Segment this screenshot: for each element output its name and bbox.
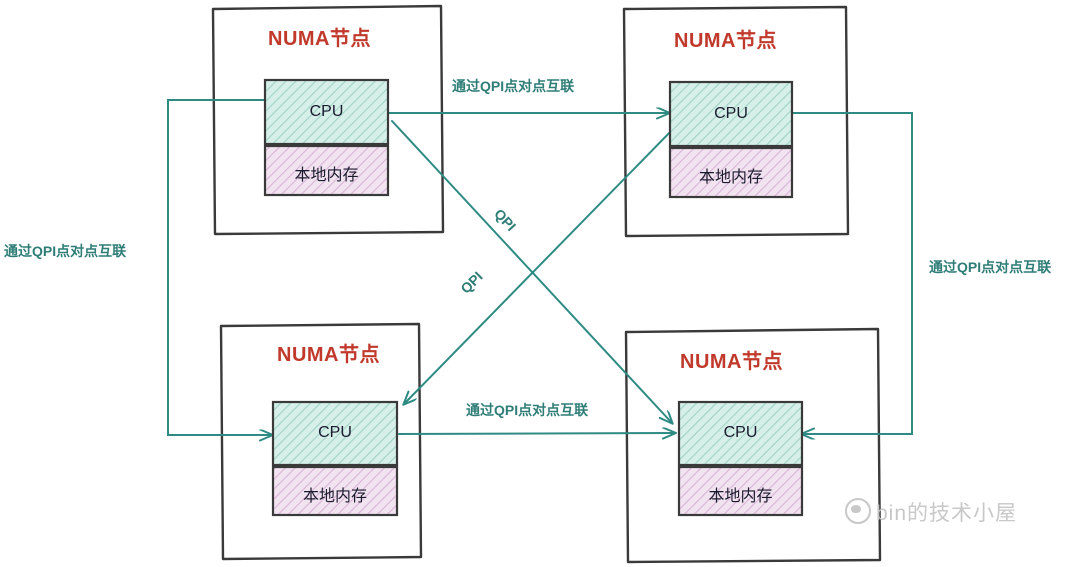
watermark-text: bin的技术小屋 [876, 502, 1018, 525]
cpu-label-top-right: CPU [714, 105, 748, 122]
cpu-label-bottom-right: CPU [723, 424, 758, 441]
memory-label-top-right: 本地内存 [698, 169, 763, 186]
memory-box-bottom-left [271, 465, 399, 517]
memory-label-bottom-left: 本地内存 [302, 488, 367, 505]
link-path-right [791, 112, 913, 434]
node-title-top-left: NUMA节点 [268, 28, 371, 50]
node-frame-top-right [622, 5, 850, 238]
cpu-label-top-left: CPU [309, 103, 344, 120]
link-label-top: 通过QPI点对点互联 [452, 78, 575, 94]
node-frame-bottom-right [624, 327, 882, 564]
cpu-label-bottom-left: CPU [318, 424, 352, 441]
memory-box-bottom-right [677, 465, 804, 517]
memory-label-bottom-right: 本地内存 [708, 488, 773, 505]
link-label-bottom: 通过QPI点对点互联 [466, 402, 589, 418]
node-title-bottom-left: NUMA节点 [277, 344, 380, 366]
link-path-left [167, 99, 272, 435]
memory-box-top-left [263, 144, 390, 197]
memory-label-top-left: 本地内存 [294, 167, 359, 184]
node-title-top-right: NUMA节点 [674, 30, 777, 52]
cpu-box-top-right [668, 80, 794, 148]
cpu-box-bottom-left [271, 400, 399, 467]
chat-bubble-icon [845, 498, 871, 524]
cpu-box-bottom-right [677, 400, 804, 467]
node-frame-bottom-left [219, 322, 423, 561]
node-frame-top-left [211, 4, 445, 236]
link-path-diagonal-b [404, 125, 677, 404]
cpu-box-top-left [263, 78, 390, 146]
link-path-bottom [398, 433, 675, 434]
link-label-right: 通过QPI点对点互联 [929, 259, 1052, 275]
memory-box-top-right [668, 146, 794, 199]
link-label-left: 通过QPI点对点互联 [4, 243, 127, 259]
node-title-bottom-right: NUMA节点 [680, 351, 783, 373]
